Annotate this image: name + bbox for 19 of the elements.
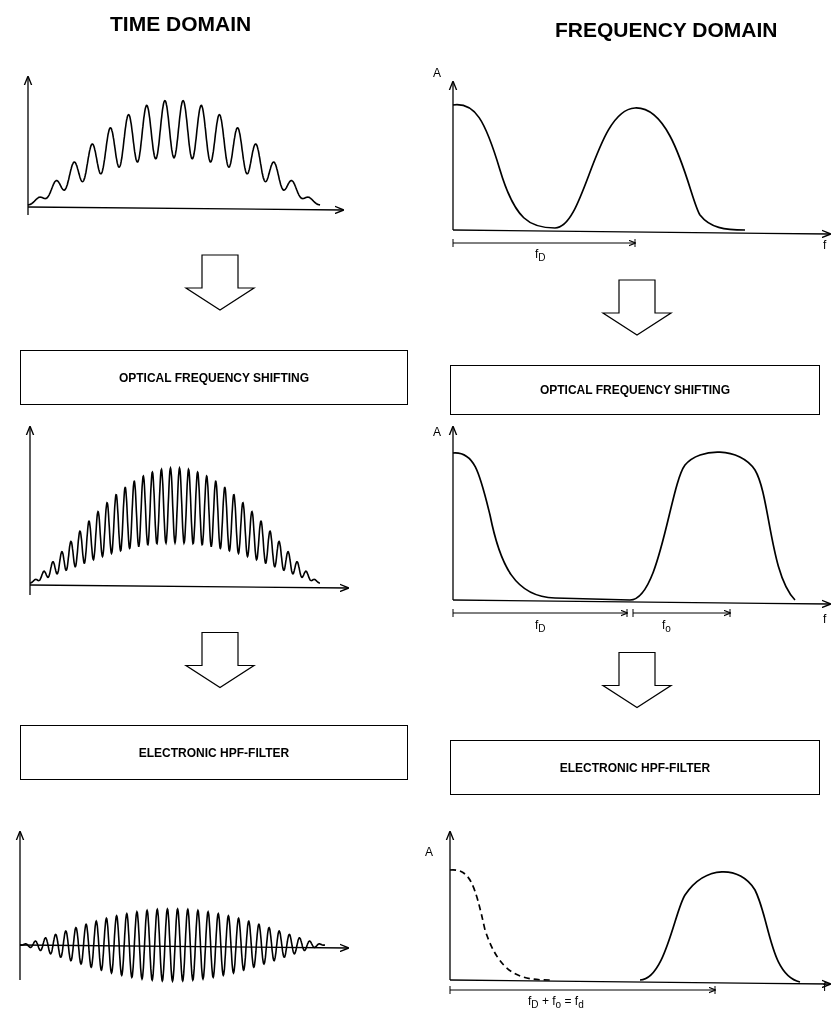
axis-label: A (433, 66, 441, 80)
axis-label: A (425, 845, 433, 859)
dimension-label: f$_{D}$ (535, 618, 546, 635)
dimension-label: f$_{D}$ + f$_{o}$ = f$_{d}$ (528, 994, 584, 1011)
process-box: ELECTRONIC HPF-FILTER (450, 740, 820, 795)
process-box: OPTICAL FREQUENCY SHIFTING (20, 350, 408, 405)
column-heading: FREQUENCY DOMAIN (555, 18, 778, 42)
dimension-label: f$_{D}$ (535, 247, 546, 264)
block-arrow (183, 631, 257, 689)
dimension-label: f$_{o}$ (662, 618, 671, 635)
block-arrow (600, 651, 674, 709)
process-box: OPTICAL FREQUENCY SHIFTING (450, 365, 820, 415)
block-arrow (183, 254, 257, 311)
axis-label: f (823, 238, 827, 252)
axis-label: A (433, 425, 441, 439)
process-box: ELECTRONIC HPF-FILTER (20, 725, 408, 780)
column-heading: TIME DOMAIN (110, 12, 252, 36)
block-arrow (600, 279, 674, 336)
axis-label: f (823, 612, 827, 626)
